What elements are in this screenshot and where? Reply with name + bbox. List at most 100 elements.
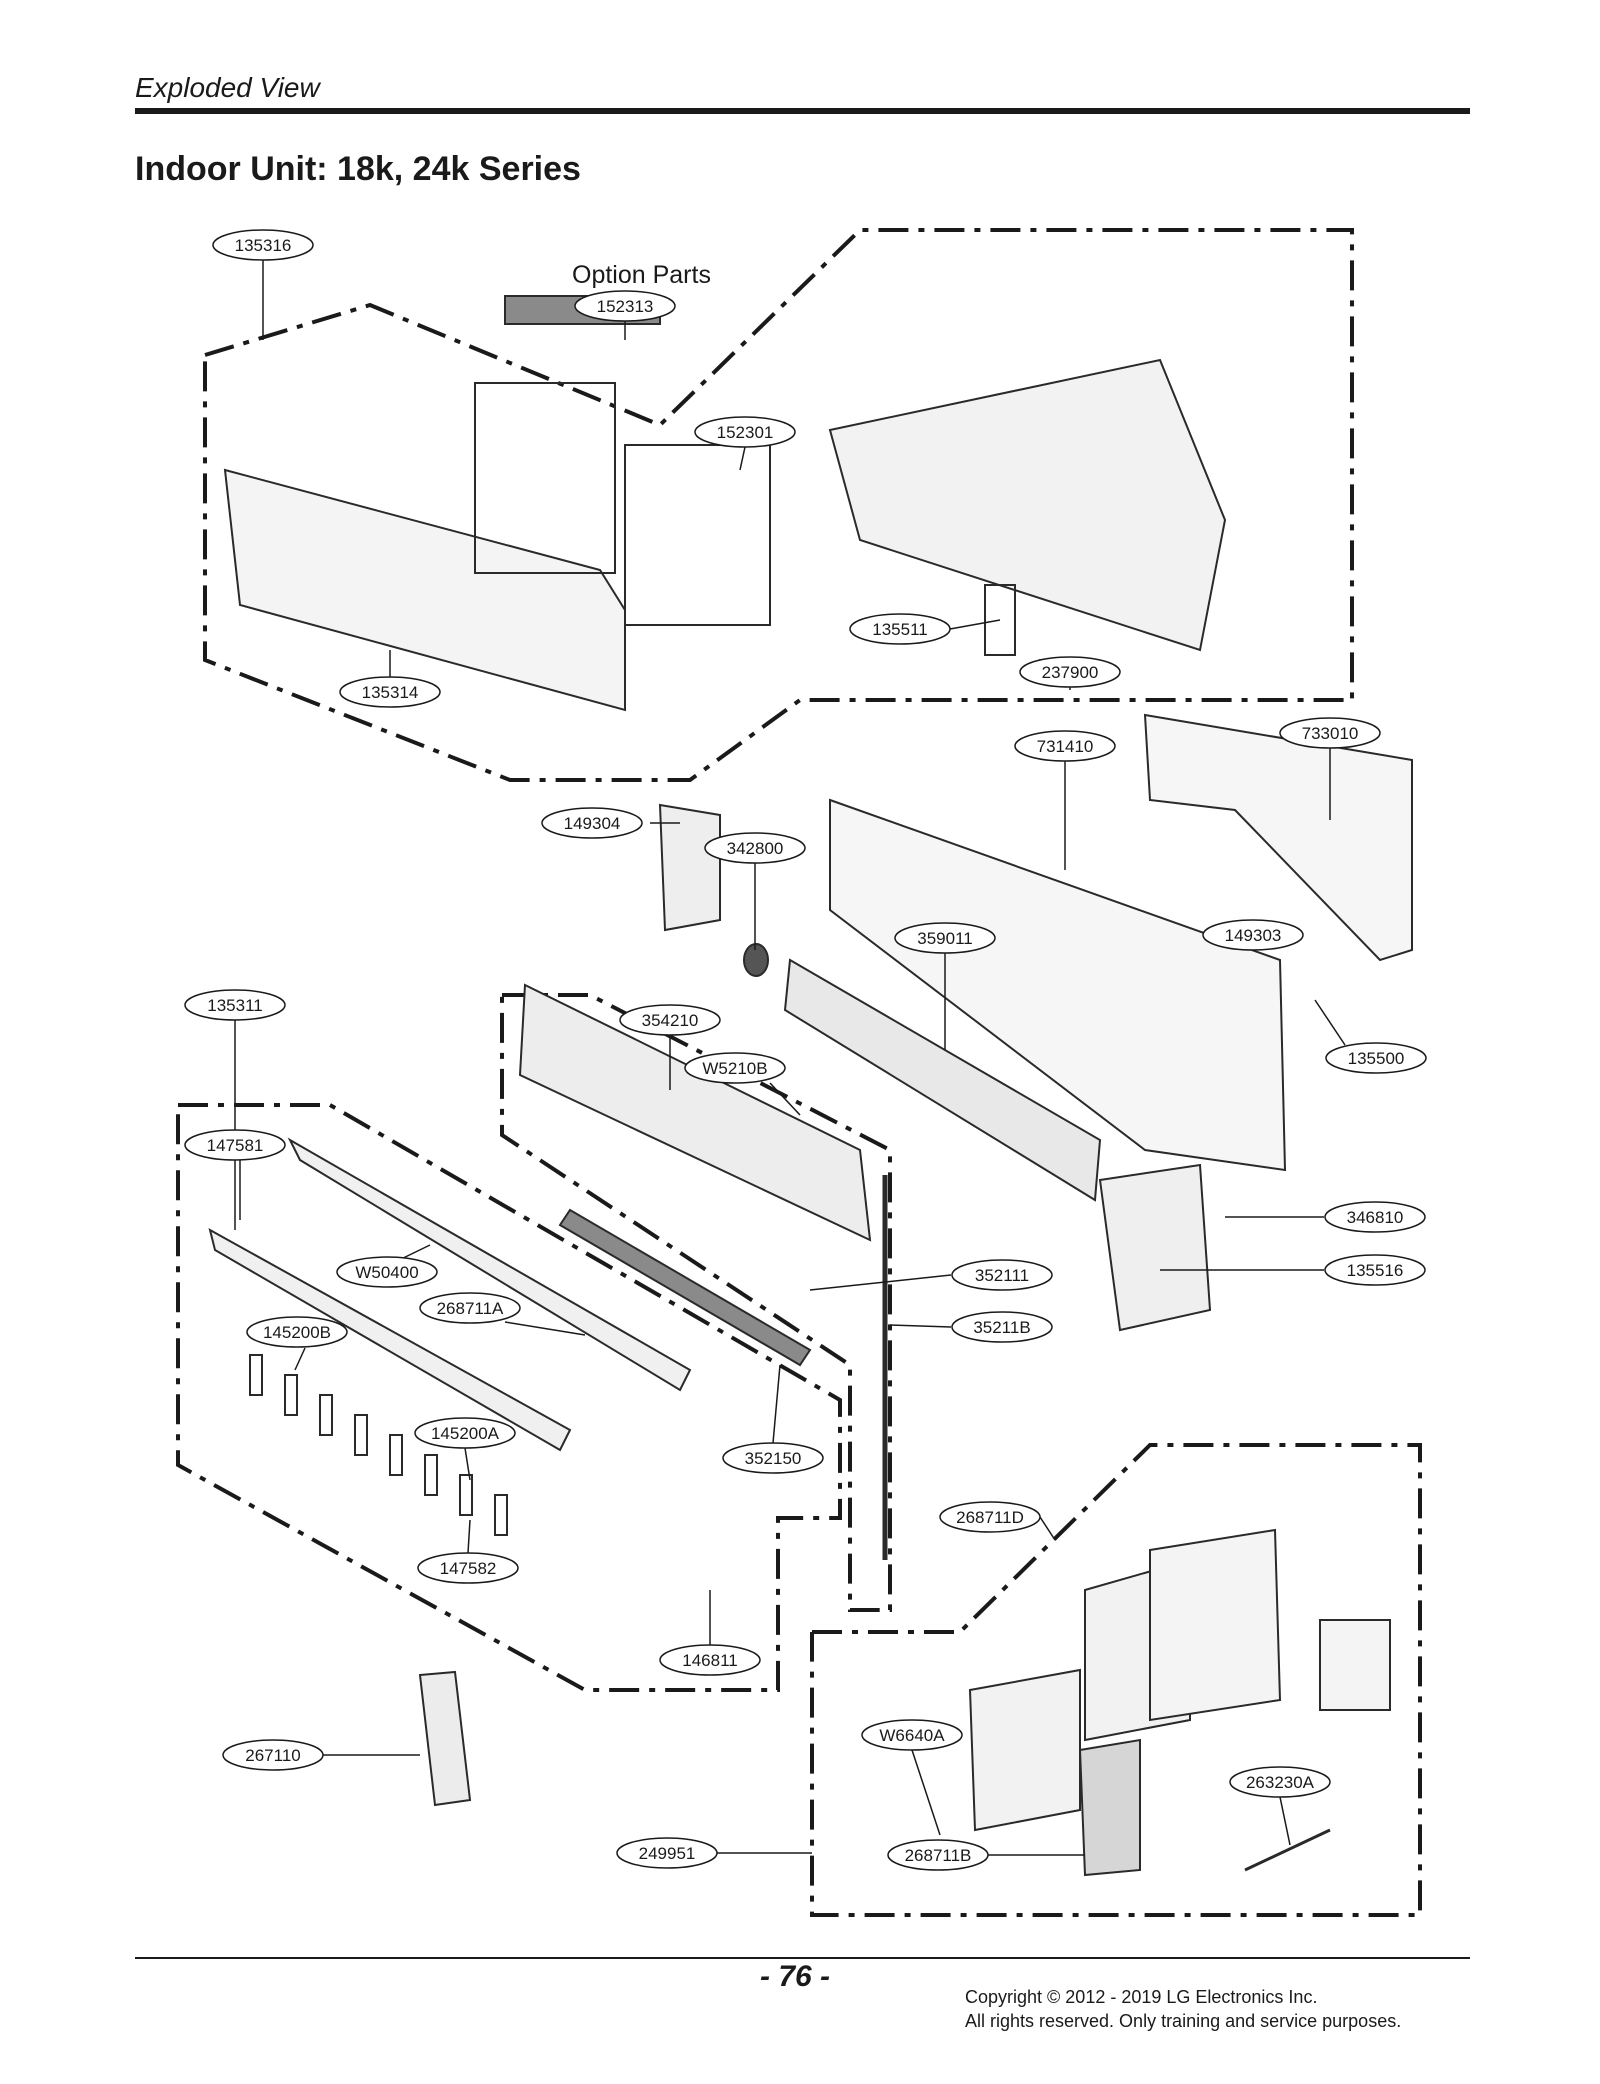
remote-control-shape	[418, 1670, 472, 1807]
callout-152313: 152313	[574, 290, 676, 322]
callout-146811: 146811	[659, 1644, 761, 1676]
callout-346810: 346810	[1324, 1201, 1426, 1233]
callout-label: 237900	[1042, 663, 1099, 682]
callout-label: W6640A	[879, 1726, 945, 1745]
callout-label: 152301	[717, 423, 774, 442]
footer-rule	[135, 1957, 1470, 1959]
page-title: Indoor Unit: 18k, 24k Series	[135, 150, 581, 188]
side-cover-shape	[658, 803, 721, 932]
boundary-control-group	[810, 1443, 1422, 1917]
callout-label: 145200B	[263, 1323, 331, 1342]
callout-label: 135516	[1347, 1261, 1404, 1280]
callout-135511: 135511	[849, 613, 951, 645]
main-pcb-shape	[1078, 1738, 1141, 1877]
callout-group: 135316 152313 152301 135511 237900 13531…	[184, 229, 1427, 1871]
callout-label: 147582	[440, 1559, 497, 1578]
bearing-shape	[743, 943, 769, 977]
install-plate-shape	[1143, 713, 1413, 962]
callout-label: 267110	[245, 1746, 300, 1765]
electrical-box-shape	[1149, 1528, 1282, 1722]
callout-152301: 152301	[694, 416, 796, 448]
air-filter-left	[474, 382, 616, 574]
callout-268711D: 268711D	[939, 1501, 1041, 1533]
evaporator-shape	[518, 983, 872, 1242]
cross-flow-fan-shape	[783, 958, 1102, 1202]
callout-147581: 147581	[184, 1129, 286, 1161]
callout-label: 147581	[207, 1136, 264, 1155]
callout-W5210B: W5210B	[684, 1052, 786, 1084]
callout-731410: 731410	[1014, 730, 1116, 762]
group-boundaries	[176, 228, 1422, 1917]
front-panel-shape	[223, 468, 626, 712]
header-rule	[135, 108, 1470, 114]
callout-label: 135316	[235, 236, 292, 255]
callout-label: 268711A	[437, 1299, 504, 1318]
callout-label: 249951	[639, 1844, 696, 1863]
callout-352150: 352150	[722, 1442, 824, 1474]
callout-label: W50400	[355, 1263, 418, 1282]
callout-label: 733010	[1302, 724, 1359, 743]
upper-vane-shape	[287, 1137, 692, 1392]
boundary-evaporator-group	[500, 993, 892, 1612]
boundary-front-group	[203, 228, 1354, 782]
section-header: Exploded View	[135, 72, 320, 103]
callout-135314: 135314	[339, 676, 441, 708]
callout-359011: 359011	[894, 922, 996, 954]
callout-label: 346810	[1347, 1208, 1404, 1227]
callout-135311: 135311	[184, 989, 286, 1021]
callout-label: 135511	[872, 620, 927, 639]
callout-label: 354210	[642, 1011, 699, 1030]
callout-label: 135500	[1348, 1049, 1405, 1068]
front-grille-shape	[828, 358, 1227, 652]
callout-149304: 149304	[541, 807, 643, 839]
callout-268711A: 268711A	[419, 1292, 521, 1324]
boundary-vane-group	[176, 1103, 842, 1692]
callout-label: 146811	[682, 1651, 737, 1670]
drain-hose-shape	[558, 1208, 812, 1367]
callout-label: 145200A	[431, 1424, 500, 1443]
callout-label: 35211B	[973, 1318, 1030, 1337]
callout-354210: 354210	[619, 1004, 721, 1036]
callout-label: 731410	[1037, 737, 1094, 756]
callout-label: 135314	[362, 683, 419, 702]
callout-W50400: W50400	[336, 1256, 438, 1288]
callout-135516: 135516	[1324, 1254, 1426, 1286]
callout-263230A: 263230A	[1229, 1766, 1331, 1798]
callout-149303: 149303	[1202, 919, 1304, 951]
callout-label: 135311	[207, 996, 262, 1015]
callout-135316: 135316	[212, 229, 314, 261]
callout-352111: 352111	[951, 1259, 1053, 1291]
control-box-shape	[968, 1668, 1081, 1832]
terminal-cover-shape	[1319, 1619, 1391, 1711]
callout-label: 149303	[1225, 926, 1282, 945]
air-filter-right	[624, 444, 771, 626]
callout-W6640A: W6640A	[861, 1719, 963, 1751]
callout-237900: 237900	[1019, 656, 1121, 688]
callout-label: 352150	[745, 1449, 802, 1468]
callout-label: 268711D	[956, 1508, 1024, 1527]
option-parts-caption: Option Parts	[572, 261, 711, 289]
callout-35211B: 35211B	[951, 1311, 1053, 1343]
callout-label: 352111	[975, 1266, 1029, 1285]
callout-267110: 267110	[222, 1739, 324, 1771]
callout-label: 152313	[597, 297, 654, 316]
copyright-notice: Copyright © 2012 - 2019 LG Electronics I…	[965, 1985, 1401, 2033]
callout-label: 268711B	[905, 1846, 972, 1865]
callout-145200B: 145200B	[246, 1316, 348, 1348]
callout-268711B: 268711B	[887, 1839, 989, 1871]
callout-249951: 249951	[616, 1837, 718, 1869]
callout-label: 359011	[917, 929, 972, 948]
callout-label: 342800	[727, 839, 784, 858]
callout-342800: 342800	[704, 832, 806, 864]
callout-733010: 733010	[1279, 717, 1381, 749]
copyright-line-1: Copyright © 2012 - 2019 LG Electronics I…	[965, 1987, 1318, 2007]
fan-motor-shape	[1098, 1163, 1212, 1332]
callout-147582: 147582	[417, 1552, 519, 1584]
lower-vane-shape	[208, 1228, 572, 1452]
callout-label: 263230A	[1246, 1773, 1315, 1792]
callout-145200A: 145200A	[414, 1417, 516, 1449]
display-board-shape	[984, 584, 1016, 656]
callout-label: W5210B	[702, 1059, 767, 1078]
callout-label: 149304	[564, 814, 621, 833]
